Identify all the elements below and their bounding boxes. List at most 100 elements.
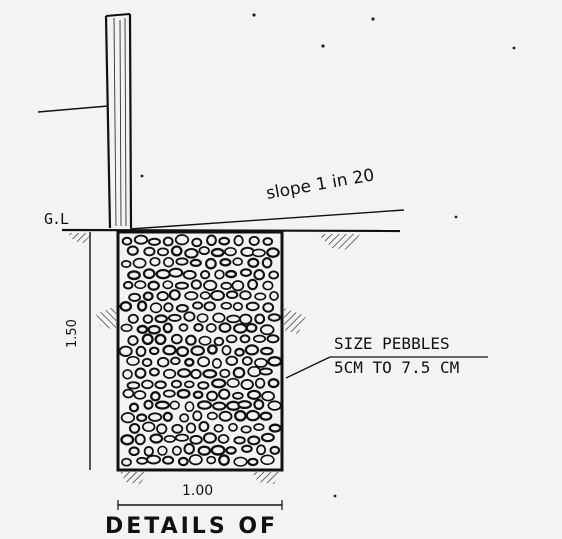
pebble <box>143 246 156 257</box>
size-leader <box>285 356 488 379</box>
pebble <box>133 234 149 245</box>
pebble <box>127 270 141 281</box>
pebble <box>157 445 168 456</box>
pebble <box>210 378 227 389</box>
pebble <box>224 246 237 257</box>
pebble <box>182 269 197 280</box>
pebble <box>128 422 141 434</box>
pebble <box>196 313 209 323</box>
pebble <box>163 256 175 268</box>
pebble <box>175 257 189 266</box>
pebble <box>267 400 282 411</box>
pebble <box>156 356 170 368</box>
pebble <box>175 303 189 313</box>
pebble <box>218 454 230 466</box>
pebble <box>156 291 169 302</box>
pebble <box>179 413 190 423</box>
pebble <box>149 256 161 267</box>
pebble <box>134 280 147 290</box>
pebble <box>128 402 140 413</box>
pebble <box>213 336 225 347</box>
pebble <box>143 399 154 410</box>
pebble <box>142 291 154 302</box>
pebble <box>233 323 248 334</box>
pebble <box>240 425 252 434</box>
pebble <box>185 422 197 434</box>
pebble <box>220 281 233 290</box>
pebble <box>132 257 147 269</box>
pebble <box>178 323 189 332</box>
pebble <box>162 455 175 465</box>
pebble <box>202 368 218 379</box>
pebble <box>120 323 133 332</box>
pebble <box>136 300 148 312</box>
pebble <box>206 344 218 355</box>
ground-hatching <box>68 233 360 484</box>
pebble <box>184 291 199 301</box>
pebble <box>260 454 275 466</box>
vertical-pipe <box>104 13 133 229</box>
pebble <box>171 445 182 456</box>
pebble <box>260 432 275 443</box>
pebble <box>247 257 260 268</box>
pebble-fill <box>118 234 283 467</box>
pebble <box>206 455 217 465</box>
pebble <box>233 456 248 467</box>
pebble <box>261 257 273 269</box>
pebble <box>146 454 162 465</box>
pebble <box>120 434 135 446</box>
pebble <box>245 301 260 312</box>
pebble <box>169 400 180 410</box>
pebble <box>259 411 273 421</box>
pebble <box>119 300 133 312</box>
pebble <box>188 454 203 466</box>
pebble <box>233 409 247 422</box>
pebble <box>251 248 266 258</box>
pebble <box>241 356 253 366</box>
pebble <box>147 412 163 422</box>
pebble <box>259 324 275 336</box>
pebble <box>232 302 244 311</box>
pebble <box>218 236 231 246</box>
pebble <box>127 313 139 324</box>
pebble <box>245 409 261 422</box>
pebble <box>154 380 167 390</box>
paper-specks <box>140 13 516 498</box>
pebble <box>190 345 205 357</box>
pebble-size-label-line1: SIZE PEBBLES <box>334 334 450 353</box>
pebble <box>218 388 231 400</box>
pebble <box>226 377 240 388</box>
pebble <box>258 367 273 376</box>
pebble <box>254 292 267 301</box>
pebble <box>206 234 217 247</box>
pebble <box>122 388 135 399</box>
pebble <box>269 290 279 301</box>
pebble <box>141 379 154 390</box>
pebble <box>266 247 280 258</box>
pebble <box>183 443 195 455</box>
pebble <box>147 324 161 335</box>
pebble <box>174 234 190 246</box>
pebble <box>141 421 156 433</box>
pebble <box>218 322 232 334</box>
pebble <box>233 235 244 247</box>
pebble <box>184 401 195 412</box>
pebble <box>133 390 147 400</box>
pebble <box>247 365 262 378</box>
pebble <box>217 433 230 444</box>
ground-line <box>61 209 405 233</box>
pebble <box>162 344 177 356</box>
pebble <box>184 247 199 259</box>
pebble <box>170 379 183 389</box>
pebble <box>203 279 218 292</box>
pebble <box>128 446 140 457</box>
pebble <box>232 366 246 379</box>
pebble <box>121 236 133 246</box>
pebble <box>225 290 239 300</box>
width-dimension-line <box>117 500 283 510</box>
pebble <box>122 369 133 380</box>
pebble <box>184 380 195 389</box>
pebble <box>252 334 267 343</box>
pebble <box>136 456 149 465</box>
